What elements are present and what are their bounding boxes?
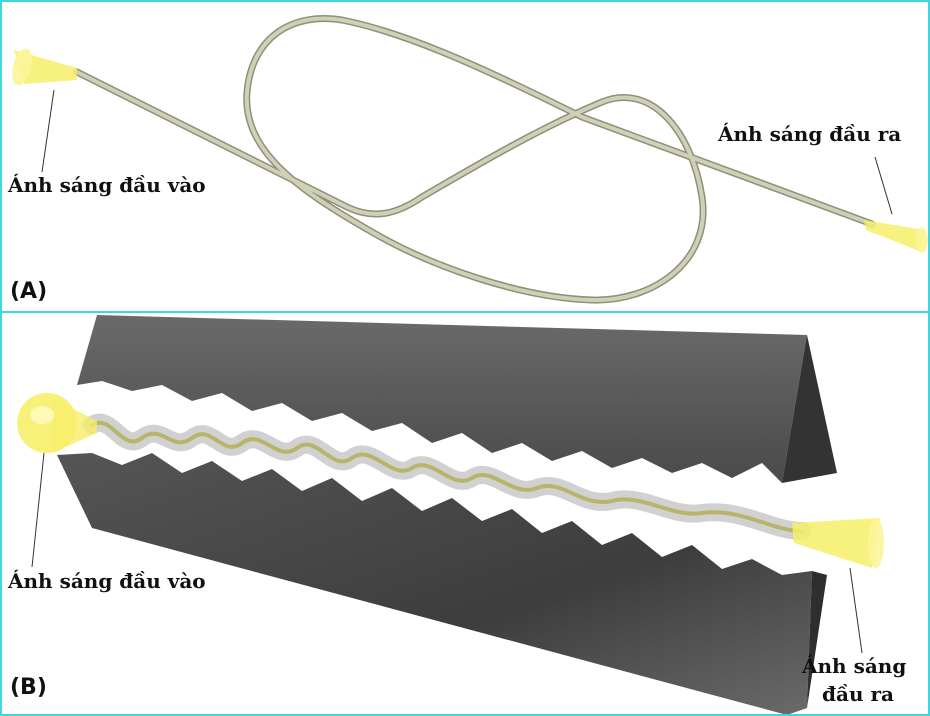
input-cone (12, 48, 77, 86)
output-light-label: Ánh sáng đầu ra (718, 122, 902, 146)
bottom-corrugated-plate (57, 453, 827, 714)
output-light-label-line2: đầu ra (822, 682, 894, 706)
coiled-fiber-diagram (12, 15, 928, 304)
panel-b: Ánh sáng đầu vào Ánh sáng đầu ra (B) (0, 311, 930, 716)
output-light-label-line1: Ánh sáng (802, 654, 907, 678)
input-light-label: Ánh sáng đầu vào (8, 569, 206, 593)
output-leader-line (874, 156, 893, 215)
output-cone (792, 518, 884, 568)
top-corrugated-plate (77, 315, 837, 483)
input-leader-line (41, 89, 55, 173)
output-leader-line (849, 567, 863, 654)
panel-b-label: (B) (10, 675, 47, 700)
panel-a-label: (A) (10, 279, 48, 304)
input-cone (17, 393, 97, 453)
corrugated-plates-diagram (17, 315, 884, 714)
input-light-label: Ánh sáng đầu vào (8, 173, 206, 197)
panel-a: Ánh sáng đầu vào Ánh sáng đầu ra (A) (0, 0, 930, 313)
optical-fiber (73, 15, 876, 304)
wavy-optical-fiber (83, 413, 811, 540)
input-leader-line (31, 452, 45, 568)
output-cone (864, 220, 928, 253)
